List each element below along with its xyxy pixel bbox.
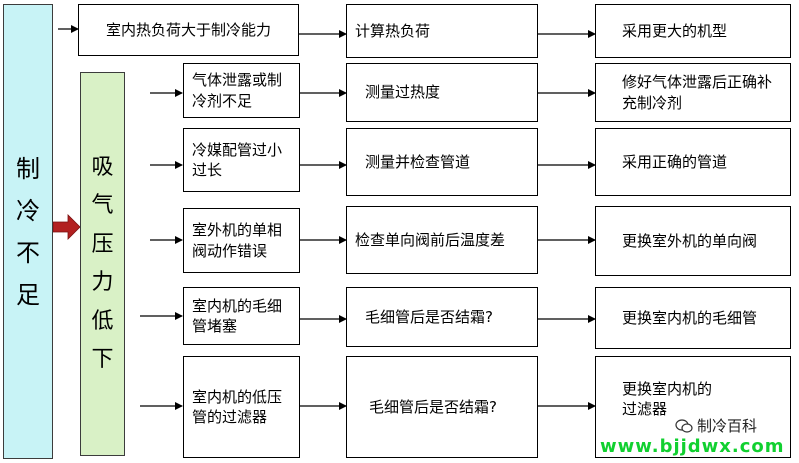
row6-cause: 室内机的低压管的过滤器 [183, 356, 300, 458]
row5-check: 毛细管后是否结霜? [346, 287, 538, 347]
row4-check: 检查单向阀前后温度差 [346, 206, 538, 274]
row6-check-text: 毛细管后是否结霜? [369, 397, 497, 416]
row3-check-text: 测量并检查管道 [365, 152, 471, 171]
row4-fix: 更换室外机的单向阀 [595, 206, 791, 276]
row1-check-text: 计算热负荷 [355, 21, 431, 40]
main-red-arrow [52, 214, 81, 240]
row3-cause-text: 冷媒配管过小过长 [192, 140, 283, 179]
row4-check-text: 检查单向阀前后温度差 [355, 230, 506, 249]
row2-cause: 气体泄露或制冷剂不足 [183, 63, 300, 118]
row5-cause: 室内机的毛细管堵塞 [183, 287, 300, 345]
row1-check: 计算热负荷 [346, 4, 538, 58]
root-label: 制冷不足 [15, 154, 40, 309]
row4-cause: 室外机的单相阀动作错误 [183, 208, 300, 273]
sub-label: 吸气压力低下 [91, 154, 114, 373]
row2-check-text: 测量过热度 [365, 83, 441, 102]
row3-cause: 冷媒配管过小过长 [183, 128, 300, 192]
row5-check-text: 毛细管后是否结霜? [365, 307, 493, 326]
row3-check: 测量并检查管道 [346, 128, 538, 196]
root-node: 制冷不足 [3, 4, 53, 459]
row6-check: 毛细管后是否结霜? [346, 356, 538, 458]
row5-fix: 更换室内机的毛细管 [595, 287, 791, 349]
row1-cause-text: 室内热负荷大于制冷能力 [105, 20, 271, 39]
row5-cause-text: 室内机的毛细管堵塞 [192, 296, 283, 335]
row2-check: 测量过热度 [346, 63, 538, 122]
watermark-brand: 制冷百科 [675, 415, 757, 436]
wechat-icon [675, 418, 693, 433]
row1-fix-text: 采用更大的机型 [622, 21, 728, 40]
row1-fix: 采用更大的机型 [595, 4, 791, 58]
row2-fix-text: 修好气体泄露后正确补充制冷剂 [622, 73, 773, 112]
watermark-url: www.bjjdwx.com [600, 436, 785, 457]
row1-cause: 室内热负荷大于制冷能力 [78, 4, 299, 56]
row6-fix: 更换室内机的过滤器 [595, 356, 791, 458]
row2-cause-text: 气体泄露或制冷剂不足 [192, 71, 283, 110]
watermark-name: 制冷百科 [697, 417, 758, 435]
row5-fix-text: 更换室内机的毛细管 [622, 308, 758, 327]
row3-fix: 采用正确的管道 [595, 128, 791, 196]
row4-cause-text: 室外机的单相阀动作错误 [192, 221, 283, 260]
row4-fix-text: 更换室外机的单向阀 [622, 231, 758, 250]
row6-fix-text: 更换室内机的过滤器 [622, 380, 713, 419]
row6-cause-text: 室内机的低压管的过滤器 [192, 387, 283, 426]
sub-node: 吸气压力低下 [80, 72, 125, 456]
row3-fix-text: 采用正确的管道 [622, 152, 728, 171]
row2-fix: 修好气体泄露后正确补充制冷剂 [595, 63, 791, 122]
